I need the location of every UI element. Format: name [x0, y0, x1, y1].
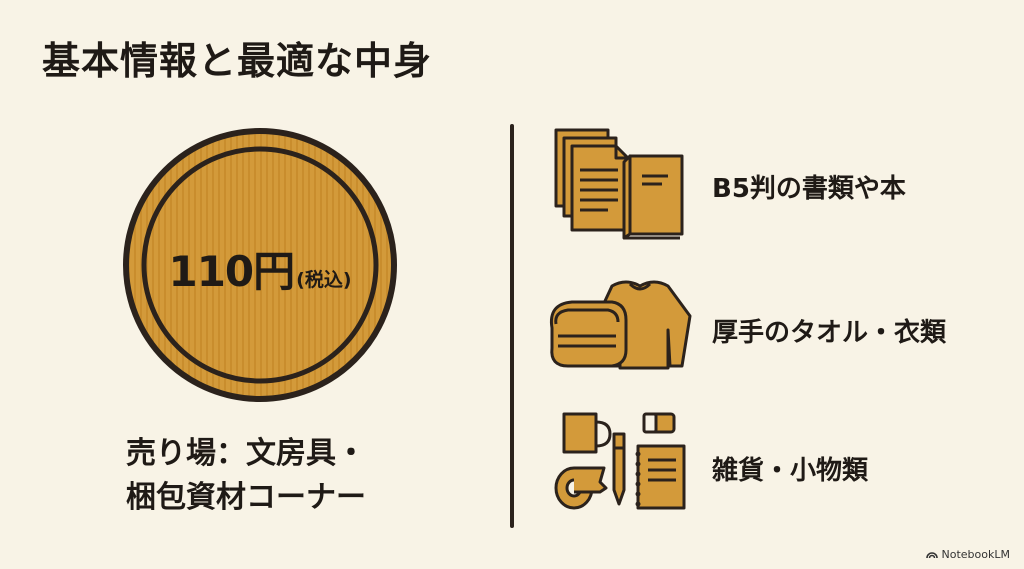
vertical-divider [510, 124, 514, 528]
price-tax-note: (税込) [296, 269, 352, 291]
page-title: 基本情報と最適な中身 [42, 39, 433, 83]
location-line-1: 売り場：文房具・ [126, 436, 366, 471]
towel-and-sweater-icon [549, 280, 692, 370]
sales-location: 売り場：文房具・ 梱包資材コーナー [126, 432, 366, 520]
notebooklm-logo-icon [925, 552, 938, 559]
brand-watermark: NotebookLM [925, 548, 1010, 561]
location-line-2: 梱包資材コーナー [126, 480, 366, 515]
brand-name: NotebookLM [941, 548, 1010, 561]
price-amount: 110円 [168, 247, 295, 296]
item-label-towel-clothes: 厚手のタオル・衣類 [712, 318, 947, 348]
price-label: 110円(税込) [122, 238, 398, 299]
item-label-goods: 雑貨・小物類 [712, 456, 869, 486]
coin-icon [123, 128, 397, 402]
mug-tape-pen-notebook-icon [554, 412, 686, 510]
item-label-documents: B5判の書類や本 [712, 174, 906, 204]
documents-and-book-icon [554, 128, 684, 240]
